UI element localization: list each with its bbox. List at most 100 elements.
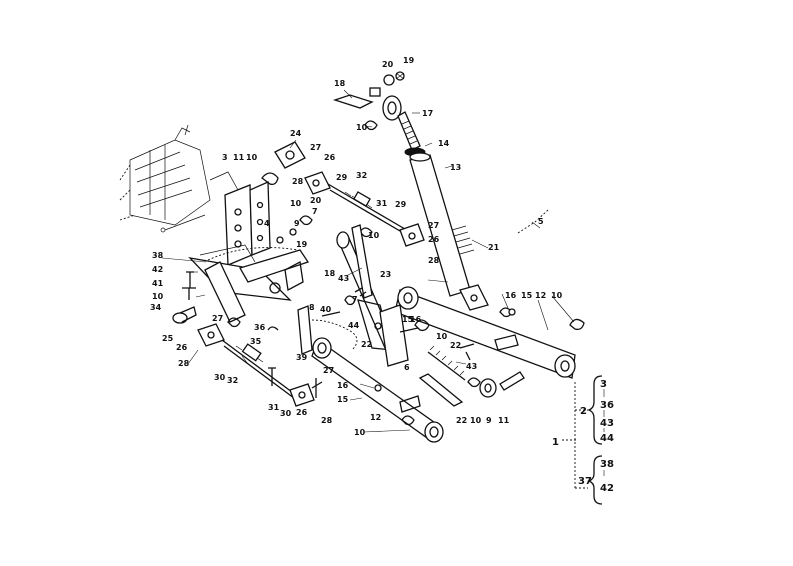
callout-17: 17 (422, 109, 433, 118)
callout-30: 30 (280, 409, 292, 418)
callout-25: 25 (162, 334, 174, 343)
callout-21: 21 (488, 243, 500, 252)
top-link-assembly (332, 71, 489, 311)
key-group-a-item-2: 36 (600, 400, 614, 411)
key-group-a-item-3: 43 (600, 418, 614, 429)
callout-10: 10 (356, 123, 368, 132)
upright-post (297, 305, 358, 355)
callout-30: 30 (214, 373, 226, 382)
callout-12: 12 (535, 291, 546, 300)
leader-lines (161, 89, 575, 433)
callout-20: 20 (382, 60, 394, 69)
key-main: 1 (552, 437, 559, 448)
callout-34: 34 (150, 303, 162, 312)
right-lower-link (394, 286, 585, 379)
callout-13: 13 (450, 163, 461, 172)
callout-5: 5 (538, 217, 544, 226)
callout-15: 15 (402, 315, 414, 324)
left-lower-link (311, 337, 444, 443)
tractor-housing (119, 124, 211, 233)
callout-28: 28 (178, 359, 190, 368)
check-chain (517, 209, 549, 234)
callout-9: 9 (486, 416, 492, 425)
stabilizer-lower (197, 317, 315, 407)
callout-16: 16 (337, 381, 349, 390)
callout-11: 11 (498, 416, 510, 425)
callout-27: 27 (310, 143, 321, 152)
callout-15: 15 (337, 395, 349, 404)
callout-18: 18 (324, 269, 336, 278)
callout-16: 16 (410, 315, 422, 324)
callout-8: 8 (309, 303, 315, 312)
assembly-key (562, 375, 605, 505)
pins-clips-cluster (267, 228, 367, 398)
callout-43: 43 (338, 274, 349, 283)
callout-12: 12 (370, 413, 381, 422)
callout-10: 10 (152, 292, 164, 301)
callout-6: 6 (404, 363, 410, 372)
callout-32: 32 (227, 376, 238, 385)
callout-35: 35 (250, 337, 262, 346)
callout-19: 19 (403, 56, 415, 65)
callout-28: 28 (321, 416, 333, 425)
callout-23: 23 (380, 270, 391, 279)
callout-19: 19 (296, 240, 308, 249)
levelling-box (379, 304, 525, 407)
callout-10: 10 (551, 291, 563, 300)
callout-32: 32 (356, 171, 367, 180)
callout-10: 10 (354, 428, 366, 437)
top-link-bracket (261, 141, 306, 186)
callout-26: 26 (428, 235, 440, 244)
callout-22: 22 (361, 340, 372, 349)
callout-42: 42 (152, 265, 163, 274)
key-group-a-label: 2 (580, 406, 587, 417)
callout-10: 10 (470, 416, 482, 425)
stabilizer-upper (299, 171, 425, 247)
callout-40: 40 (320, 305, 332, 314)
callout-26: 26 (176, 343, 188, 352)
callout-28: 28 (428, 256, 440, 265)
key-group-a-item-4: 44 (600, 433, 614, 444)
callout-15: 15 (521, 291, 533, 300)
callout-18: 18 (334, 79, 346, 88)
callout-31: 31 (268, 403, 280, 412)
callout-29: 29 (336, 173, 348, 182)
callout-7: 7 (352, 295, 358, 304)
callout-22: 22 (456, 416, 467, 425)
key-group-b-item-2: 42 (600, 483, 614, 494)
callout-38: 38 (152, 251, 164, 260)
callout-27: 27 (212, 314, 223, 323)
callout-39: 39 (296, 353, 308, 362)
callout-41: 41 (152, 279, 164, 288)
callout-24: 24 (290, 129, 302, 138)
callout-27: 27 (323, 366, 334, 375)
callout-9: 9 (294, 219, 300, 228)
key-group-b-item-1: 38 (600, 459, 614, 470)
callout-29: 29 (395, 200, 407, 209)
callout-10: 10 (246, 153, 258, 162)
callout-22: 22 (450, 341, 461, 350)
callout-36: 36 (254, 323, 266, 332)
callout-14: 14 (438, 139, 450, 148)
callout-16: 16 (505, 291, 517, 300)
callout-26: 26 (324, 153, 336, 162)
callout-3: 3 (222, 153, 228, 162)
callout-11: 11 (233, 153, 245, 162)
callout-43: 43 (466, 362, 477, 371)
callout-26: 26 (296, 408, 308, 417)
callout-10: 10 (290, 199, 302, 208)
callout-44: 44 (348, 321, 360, 330)
key-group-a-item-1: 3 (600, 379, 607, 390)
callout-28: 28 (292, 177, 304, 186)
callout-20: 20 (310, 196, 322, 205)
callout-31: 31 (376, 199, 388, 208)
callout-4: 4 (264, 219, 270, 228)
key-group-b-label: 37 (578, 476, 592, 487)
callout-10: 10 (436, 332, 448, 341)
callout-7: 7 (312, 207, 318, 216)
callout-27: 27 (428, 221, 439, 230)
callout-10: 10 (368, 231, 380, 240)
